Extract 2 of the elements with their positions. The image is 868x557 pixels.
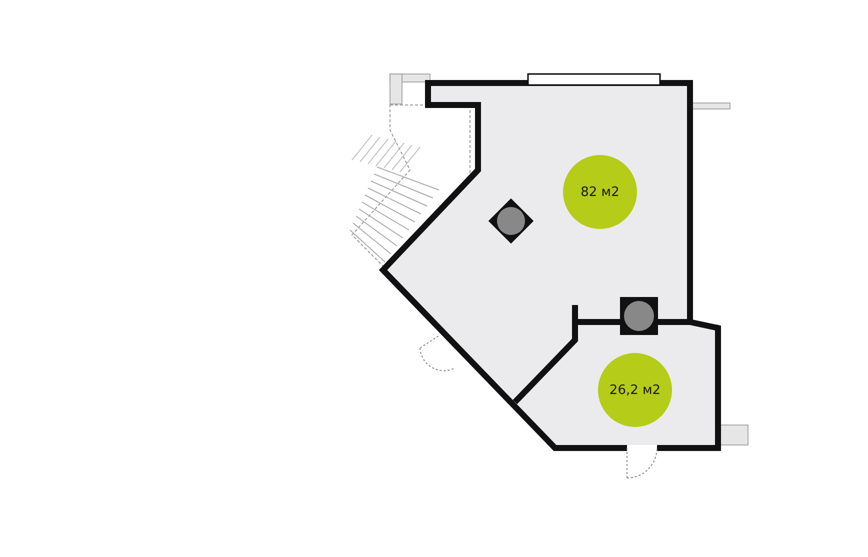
area-label: 82 м2 bbox=[580, 184, 620, 200]
area-label: 26,2 м2 bbox=[609, 382, 661, 398]
